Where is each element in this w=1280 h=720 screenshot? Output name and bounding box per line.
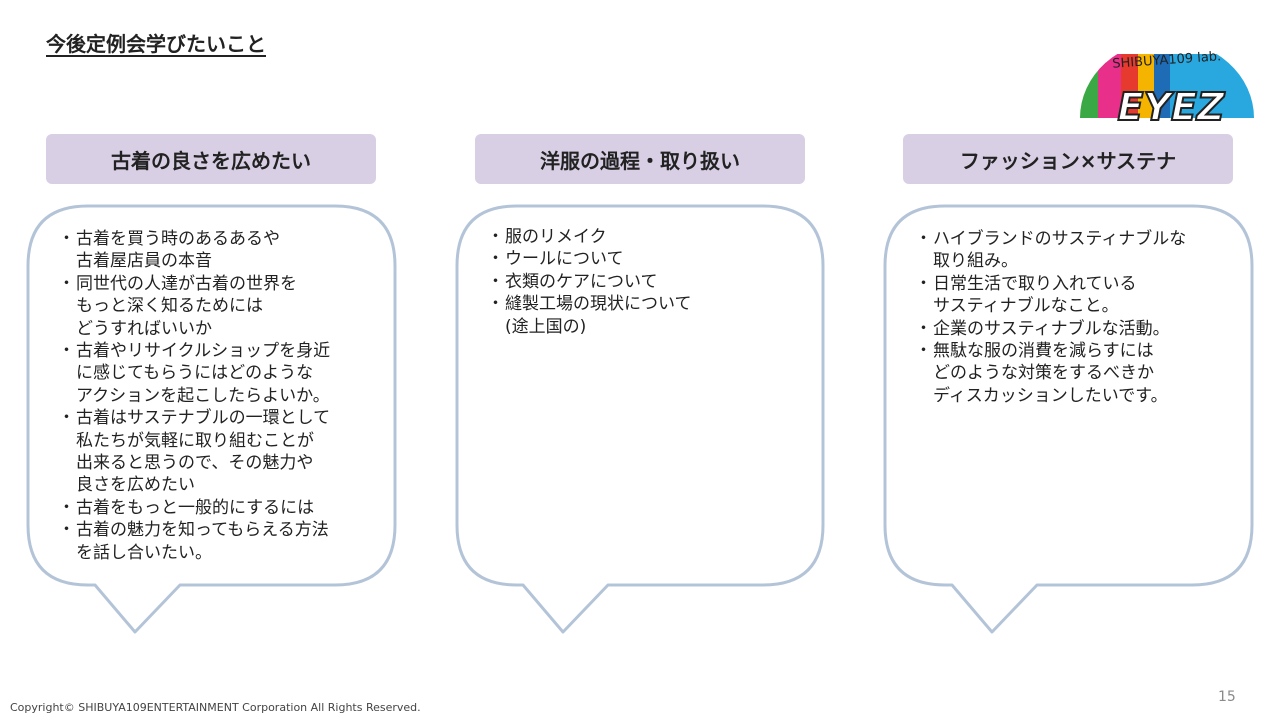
speech-bubble-3 xyxy=(883,204,1254,634)
bullet-text: 古着の魅力を知ってもらえる方法 xyxy=(76,520,329,541)
bullet-marker: ・ xyxy=(487,249,504,270)
bullet-text: サスティナブルなこと。 xyxy=(933,296,1119,317)
bullet-marker: ・ xyxy=(58,229,75,249)
bullet-line: アクションを起こしたらよいか。 xyxy=(58,385,330,407)
bullet-text: 古着やリサイクルショップを身近 xyxy=(76,341,331,362)
bullet-marker: ・ xyxy=(915,273,932,294)
page-number: 15 xyxy=(1218,689,1236,705)
bullet-line: 出来ると思うので、その魅力や xyxy=(58,452,330,474)
bullet-line: に感じてもらうにはどのような xyxy=(58,362,330,384)
bullet-text: 日常生活で取り入れている xyxy=(933,273,1137,294)
bullet-line: ・衣類のケアについて xyxy=(487,271,692,293)
bullet-text: もっと深く知るためには xyxy=(76,296,263,317)
bullet-line: (途上国の) xyxy=(487,316,692,338)
bullet-marker: ・ xyxy=(58,341,75,362)
bullet-marker: ・ xyxy=(58,520,75,541)
bullet-marker: ・ xyxy=(487,294,504,315)
bullet-text: 服のリメイク xyxy=(505,227,607,247)
bullet-text: 古着をもっと一般的にするには xyxy=(76,497,315,518)
bullet-marker: ・ xyxy=(58,408,75,429)
bullet-line: ・縫製工場の現状について xyxy=(487,293,692,315)
bullet-text: 無駄な服の消費を減らすには xyxy=(933,341,1154,362)
bullet-line: 私たちが気軽に取り組むことが xyxy=(58,430,330,452)
bubble-text-3: ・ハイブランドのサスティナブルな取り組み。・日常生活で取り入れているサスティナブ… xyxy=(915,228,1186,407)
bullet-text: 良さを広めたい xyxy=(76,475,195,496)
bullet-text: 同世代の人達が古着の世界を xyxy=(76,273,297,294)
bullet-line: ・企業のサスティナブルな活動。 xyxy=(915,318,1186,340)
bubble-text-2: ・服のリメイク・ウールについて・衣類のケアについて・縫製工場の現状について(途上… xyxy=(487,226,692,338)
bullet-line: 古着屋店員の本音 xyxy=(58,250,330,272)
bullet-text: どのような対策をするべきか xyxy=(933,363,1154,384)
bullet-line: ・古着の魅力を知ってもらえる方法 xyxy=(58,519,330,541)
bullet-text: 縫製工場の現状について xyxy=(505,294,692,315)
bullet-line: ディスカッションしたいです。 xyxy=(915,385,1186,407)
column-header-3: ファッション×サステナ xyxy=(903,134,1233,184)
bullet-line: ・ハイブランドのサスティナブルな xyxy=(915,228,1186,250)
bullet-text: どうすればいいか xyxy=(76,318,212,339)
copyright-text: Copyright© SHIBUYA109ENTERTAINMENT Corpo… xyxy=(10,701,421,714)
bullet-line: ・古着やリサイクルショップを身近 xyxy=(58,340,330,362)
speech-bubble-1 xyxy=(26,204,397,634)
eyez-logo: SHIBUYA109 lab. EYEZ xyxy=(1080,40,1254,126)
bullet-line: どのような対策をするべきか xyxy=(915,362,1186,384)
bullet-line: ・古着を買う時のあるあるや xyxy=(58,228,330,250)
bullet-line: もっと深く知るためには xyxy=(58,295,330,317)
bullet-text: に感じてもらうにはどのような xyxy=(76,363,314,384)
bullet-text: ハイブランドのサスティナブルな xyxy=(933,229,1187,249)
bubble-text-1: ・古着を買う時のあるあるや古着屋店員の本音・同世代の人達が古着の世界をもっと深く… xyxy=(58,228,330,564)
slide-title: 今後定例会学びたいこと xyxy=(46,32,266,56)
bullet-text: ウールについて xyxy=(505,249,624,270)
bullet-line: サスティナブルなこと。 xyxy=(915,295,1186,317)
svg-text:EYEZ: EYEZ xyxy=(1118,85,1226,126)
bullet-line: 取り組み。 xyxy=(915,250,1186,272)
bullet-marker: ・ xyxy=(487,227,504,247)
bullet-marker: ・ xyxy=(915,318,932,339)
bullet-marker: ・ xyxy=(487,271,504,292)
column-header-2: 洋服の過程・取り扱い xyxy=(475,134,805,184)
column-header-1: 古着の良さを広めたい xyxy=(46,134,376,184)
bullet-marker: ・ xyxy=(58,497,75,518)
bullet-text: (途上国の) xyxy=(505,316,587,337)
bullet-marker: ・ xyxy=(915,229,932,249)
bullet-line: 良さを広めたい xyxy=(58,474,330,496)
bullet-text: 取り組み。 xyxy=(933,251,1018,272)
bullet-text: 企業のサスティナブルな活動。 xyxy=(933,318,1170,339)
bullet-text: 衣類のケアについて xyxy=(505,271,658,292)
bullet-text: 古着を買う時のあるあるや xyxy=(76,229,280,249)
bullet-text: ディスカッションしたいです。 xyxy=(933,385,1168,406)
bullet-line: ・古着はサステナブルの一環として xyxy=(58,407,330,429)
bullet-line: ・服のリメイク xyxy=(487,226,692,248)
bullet-line: ・同世代の人達が古着の世界を xyxy=(58,273,330,295)
bullet-text: 出来ると思うので、その魅力や xyxy=(76,453,314,474)
speech-bubble-2 xyxy=(455,204,825,634)
bullet-marker: ・ xyxy=(58,273,75,294)
bullet-text: を話し合いたい。 xyxy=(76,542,212,563)
bullet-line: を話し合いたい。 xyxy=(58,542,330,564)
bullet-text: 古着はサステナブルの一環として xyxy=(76,408,331,429)
bullet-line: ・ウールについて xyxy=(487,248,692,270)
bullet-line: ・古着をもっと一般的にするには xyxy=(58,497,330,519)
bullet-line: ・日常生活で取り入れている xyxy=(915,273,1186,295)
bullet-text: 古着屋店員の本音 xyxy=(76,251,212,272)
bullet-line: ・無駄な服の消費を減らすには xyxy=(915,340,1186,362)
bullet-text: アクションを起こしたらよいか。 xyxy=(76,385,330,406)
bullet-text: 私たちが気軽に取り組むことが xyxy=(76,430,314,451)
bullet-marker: ・ xyxy=(915,341,932,362)
bullet-line: どうすればいいか xyxy=(58,318,330,340)
